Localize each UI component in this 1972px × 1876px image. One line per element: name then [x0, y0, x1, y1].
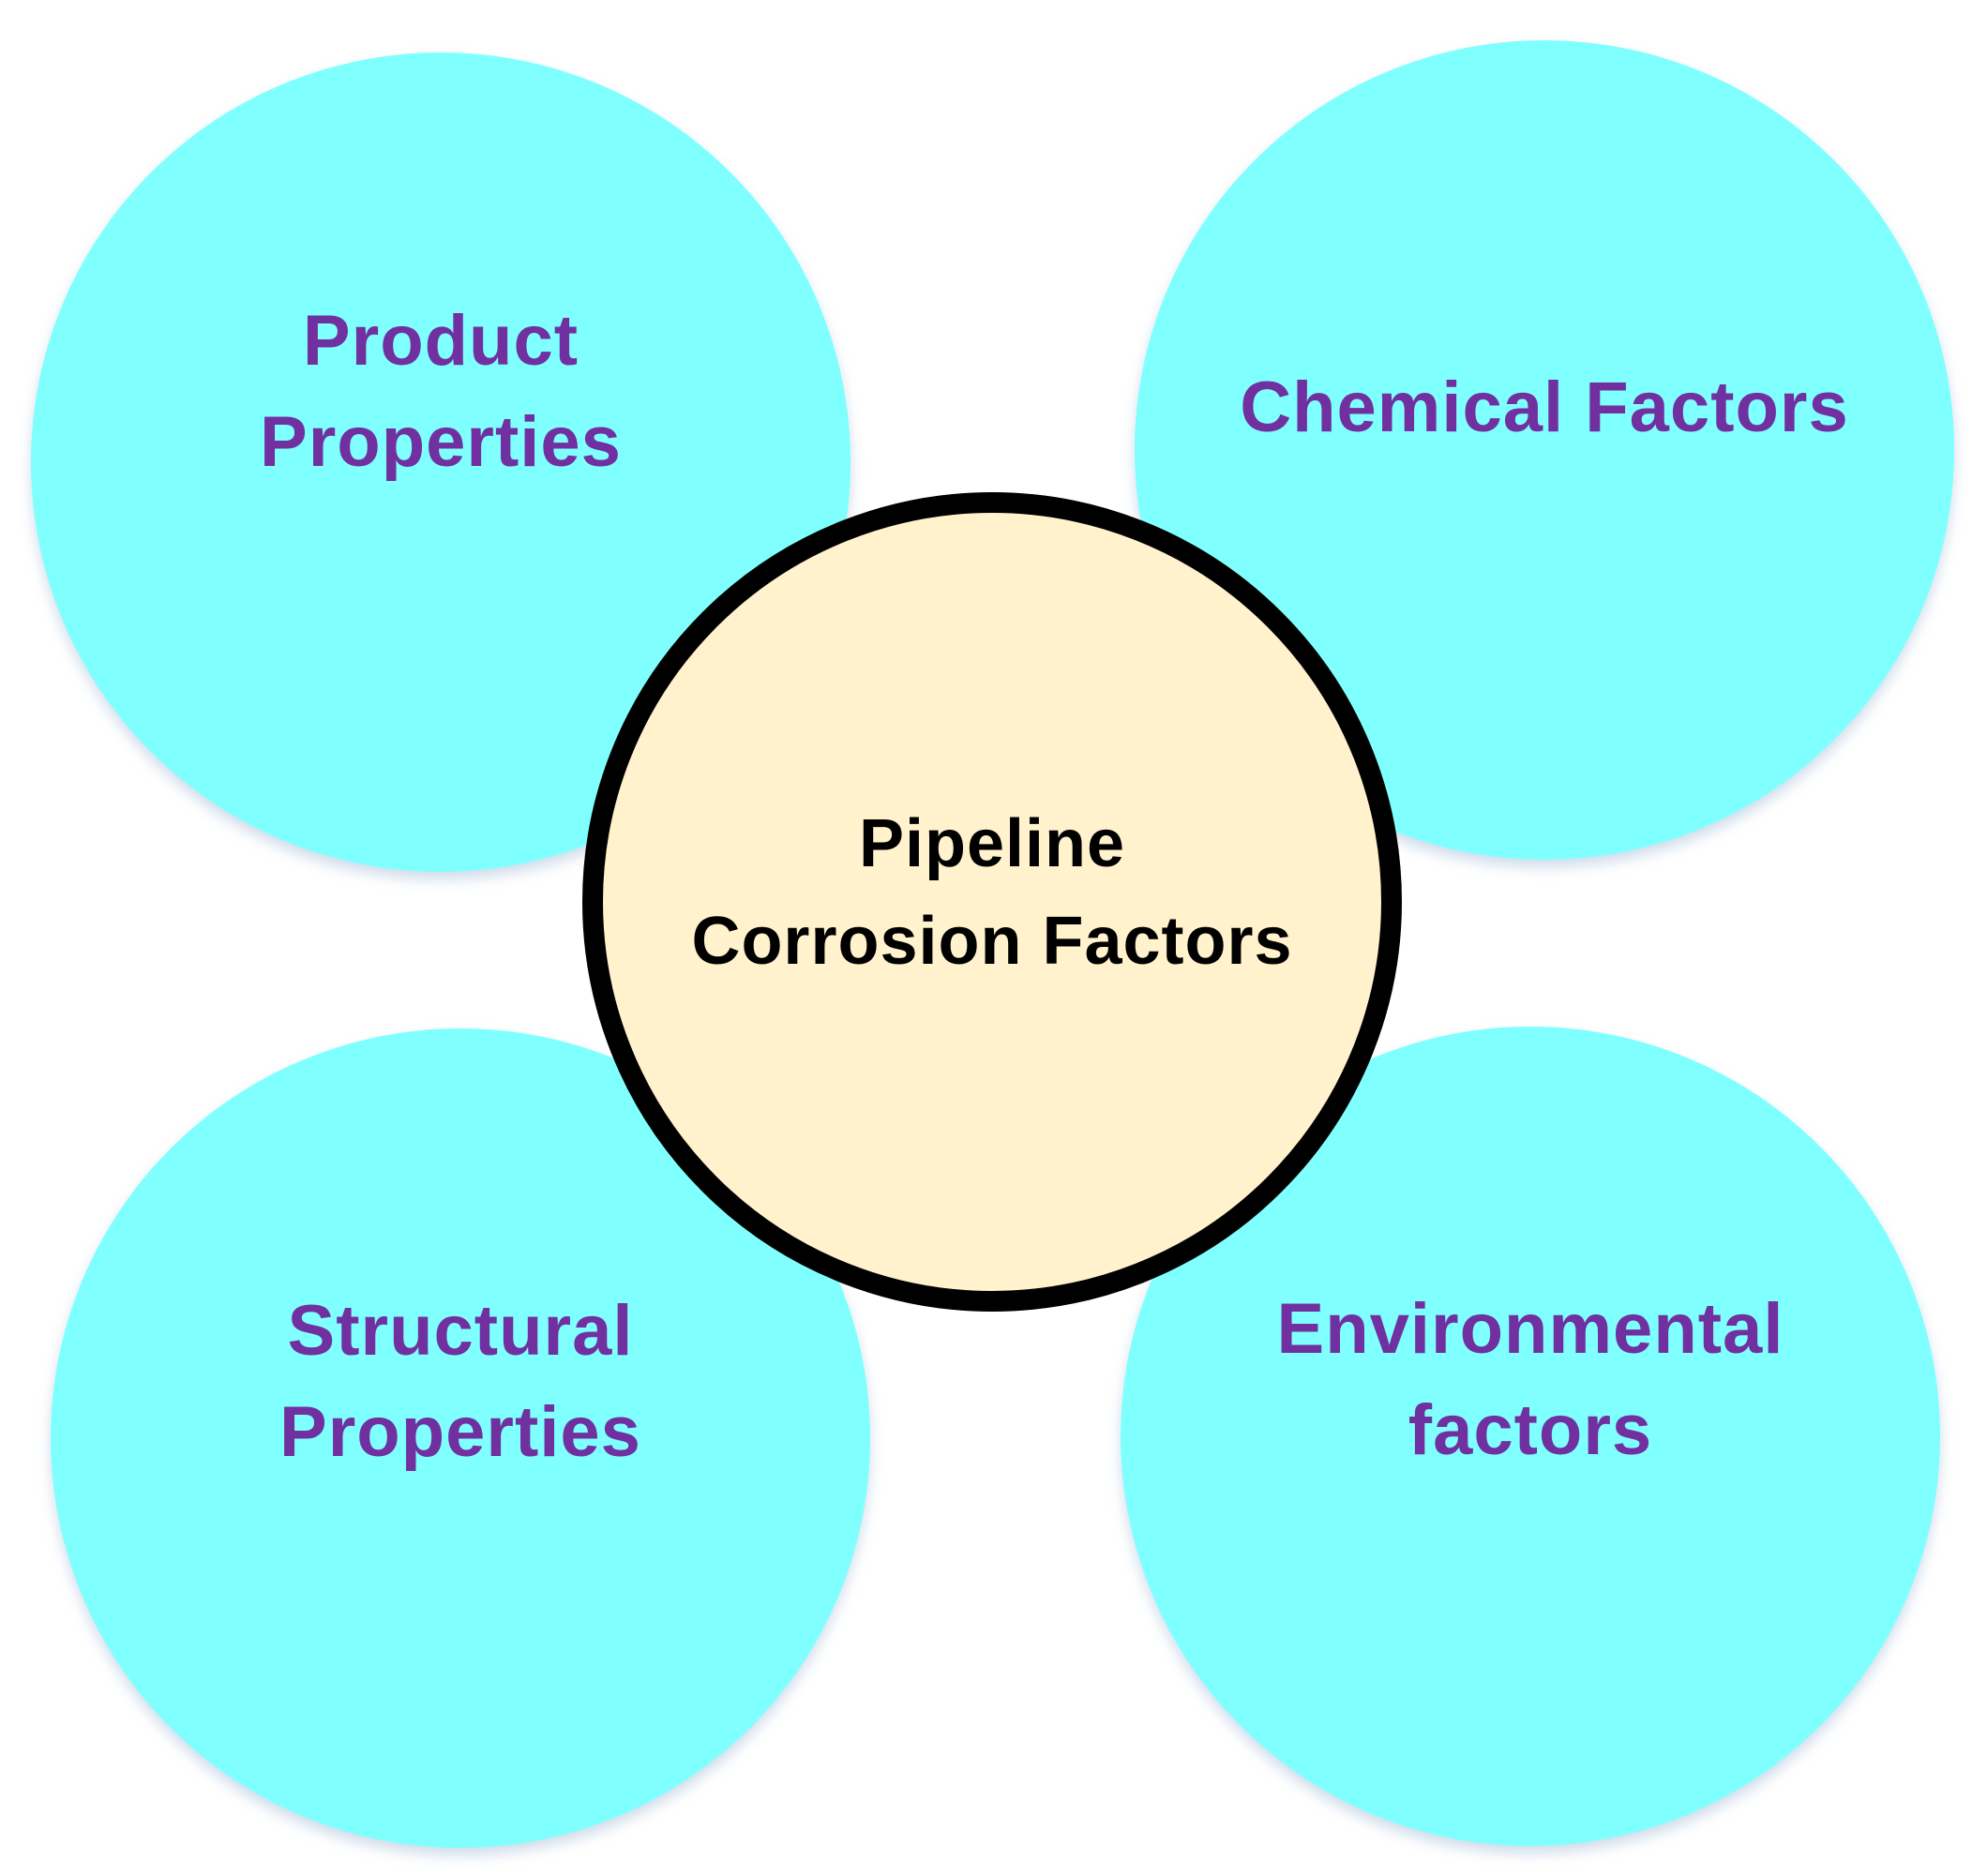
factor-circle-product-properties: Product Properties — [31, 53, 851, 872]
factor-label-product-properties: Product Properties — [260, 301, 622, 482]
factor-label-chemical-factors: Chemical Factors — [1240, 368, 1849, 447]
center-circle-pipeline-corrosion-factors: Pipeline Corrosion Factors — [582, 492, 1402, 1312]
factor-label-environmental-factors: Environmental factors — [1276, 1289, 1784, 1470]
factor-label-structural-properties: Structural Properties — [279, 1291, 641, 1472]
center-label: Pipeline Corrosion Factors — [691, 806, 1293, 979]
